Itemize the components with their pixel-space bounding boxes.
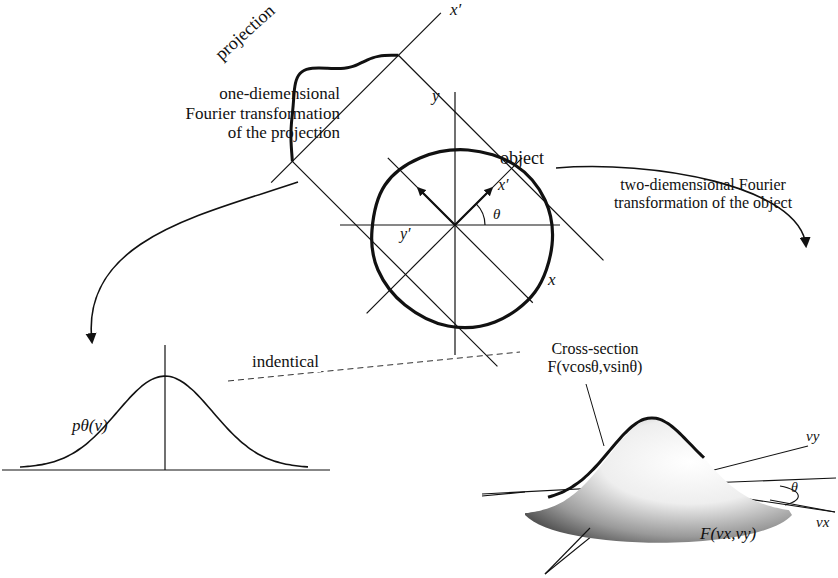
x-prime-arrow — [455, 188, 492, 225]
angle-label: θ — [493, 206, 500, 223]
axis-label: vy — [806, 428, 819, 445]
axis-label: y′ — [400, 225, 411, 243]
projection-ray — [292, 161, 497, 366]
object-label: object — [500, 148, 544, 169]
plot-axis — [164, 345, 165, 470]
frequency-axis — [545, 528, 590, 574]
projection-label: projection — [211, 0, 279, 64]
angle-label: θ — [791, 480, 798, 496]
function-label: F(vx,vy) — [700, 524, 756, 544]
function-label: pθ(v) — [72, 416, 108, 436]
frequency-axis — [482, 492, 525, 496]
y-prime-axis — [388, 158, 533, 303]
spectrum-surface — [525, 418, 792, 542]
leader-line — [586, 384, 604, 446]
cross-section-curve — [548, 418, 704, 497]
dashed-link — [228, 352, 520, 381]
curved-arrow — [91, 182, 298, 342]
axis-label: vx — [816, 514, 829, 531]
step-caption: one-diemensional Fourier transformation … — [170, 84, 340, 143]
cross-section-label: Cross-section F(vcosθ,vsinθ) — [526, 340, 664, 377]
projection-ray — [398, 55, 603, 260]
axis-label: y — [432, 86, 440, 106]
axis-label: x — [548, 270, 556, 290]
relation-label: indentical — [250, 352, 321, 372]
frequency-axis — [770, 500, 835, 512]
object-outline — [372, 150, 553, 328]
theta-arc — [476, 204, 485, 225]
axis-label: x′ — [498, 176, 509, 194]
plot-axis — [2, 469, 330, 470]
y-prime-arrow — [418, 188, 455, 225]
step-caption: two-diemensional Fourier transformation … — [572, 176, 834, 213]
axis-label: x′ — [450, 0, 461, 20]
gaussian-curve — [20, 376, 308, 467]
